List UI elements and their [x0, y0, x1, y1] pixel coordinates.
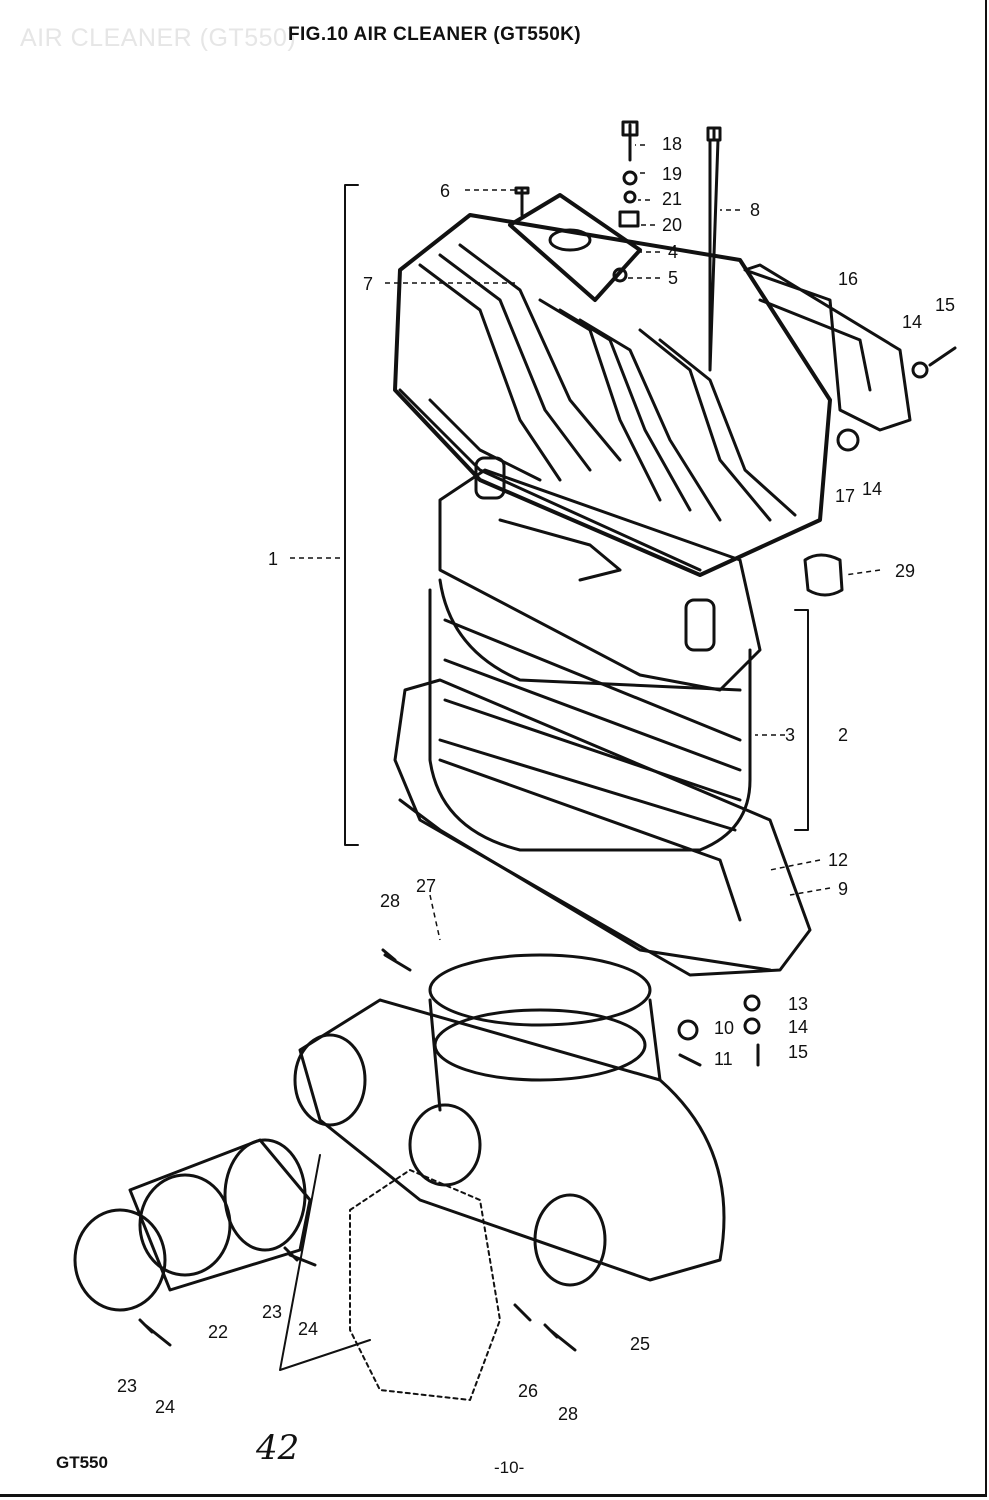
callout-4: 4: [668, 242, 678, 262]
footer-page-number: -10-: [494, 1458, 525, 1477]
plate-hole: [548, 228, 592, 252]
side-hardware: [677, 994, 761, 1067]
stud-right: [684, 598, 716, 652]
collar: [803, 553, 844, 597]
callout-2: 2: [838, 725, 848, 745]
bracket-washer: [911, 361, 929, 379]
callout-23a: 23: [262, 1302, 282, 1322]
rod-head: [706, 126, 722, 142]
callout-15a: 15: [935, 295, 955, 315]
callout-15b: 15: [788, 1042, 808, 1062]
callout-12: 12: [828, 850, 848, 870]
callout-11: 11: [714, 1049, 733, 1069]
bracket-line-assembly: [344, 184, 359, 846]
figure-title: FIG.10 AIR CLEANER (GT550K): [288, 24, 582, 45]
callout-10: 10: [714, 1018, 734, 1038]
gasket-ring: [612, 267, 628, 283]
intake-pipe: [298, 998, 726, 1282]
boot-sides: [428, 998, 662, 1112]
watermark-text: AIR CLEANER (GT550): [20, 24, 297, 52]
callout-17: 17: [835, 486, 855, 506]
callout-7: 7: [363, 274, 373, 294]
callout-14c: 14: [788, 1017, 808, 1037]
leader-lines: [290, 144, 881, 941]
callout-23b: 23: [117, 1376, 137, 1396]
mounting-bracket: [743, 263, 912, 432]
boot-clamp-left: [73, 1208, 167, 1312]
clamp-bolt-lower: [138, 1318, 172, 1347]
stud-left: [474, 456, 506, 500]
bracket-line-boot: [279, 1154, 371, 1371]
air-cleaner-top-cover: [393, 213, 832, 577]
callout-21: 21: [662, 189, 682, 209]
pipe-bolt: [543, 1323, 577, 1352]
base-plate-cutout: [498, 518, 622, 582]
bracket-nut: [836, 428, 860, 452]
air-cleaner-base-plate: [438, 468, 762, 692]
footer-model-label: GT550: [56, 1453, 108, 1472]
callout-28a: 28: [380, 891, 400, 911]
bracket-line-filter: [794, 609, 809, 831]
lower-case-inner: [438, 758, 742, 922]
bracket-detail: [758, 298, 872, 392]
intake-port-right: [533, 1193, 607, 1287]
intake-port-left: [293, 1033, 367, 1127]
clamp-bolt-upper: [283, 1246, 317, 1267]
callout-13: 13: [788, 994, 808, 1014]
callout-5: 5: [668, 268, 678, 288]
bracket-bolt: [928, 346, 957, 367]
callout-18: 18: [662, 134, 682, 154]
callout-1: 1: [268, 549, 278, 569]
callout-26: 26: [518, 1381, 538, 1401]
callout-labels: 1 2 3 4 5 6 7 8 9 10 11 12 13 14 14 14 1…: [117, 134, 955, 1424]
callout-3: 3: [785, 725, 795, 745]
callout-28b: 28: [558, 1404, 578, 1424]
rubber-boot: [128, 1138, 312, 1292]
callout-25: 25: [630, 1334, 650, 1354]
callout-29: 29: [895, 561, 915, 581]
hose-clamp: [428, 953, 652, 1027]
callout-24a: 24: [298, 1319, 318, 1339]
top-bolts: [514, 120, 640, 228]
callout-14a: 14: [902, 312, 922, 332]
handwritten-page-number: 42: [256, 1428, 300, 1468]
lower-case: [393, 678, 812, 977]
air-filter-element: [428, 578, 752, 852]
pipe-clamp-tab: [513, 1303, 532, 1322]
callout-27: 27: [416, 876, 436, 896]
lower-case-rim: [398, 798, 772, 972]
gasket-plate: [508, 193, 642, 302]
callout-14b: 14: [862, 479, 882, 499]
upper-bolt: [381, 948, 412, 972]
callout-20: 20: [662, 215, 682, 235]
intake-port-center: [408, 1103, 482, 1187]
callout-19: 19: [662, 164, 682, 184]
callout-9: 9: [838, 879, 848, 899]
callout-16: 16: [838, 269, 858, 289]
callout-22: 22: [208, 1322, 228, 1342]
boot-clamp-right: [223, 1138, 307, 1252]
carburetor-outline: [349, 1169, 501, 1401]
callout-24b: 24: [155, 1397, 175, 1417]
callout-6: 6: [440, 181, 450, 201]
callout-8: 8: [750, 200, 760, 220]
